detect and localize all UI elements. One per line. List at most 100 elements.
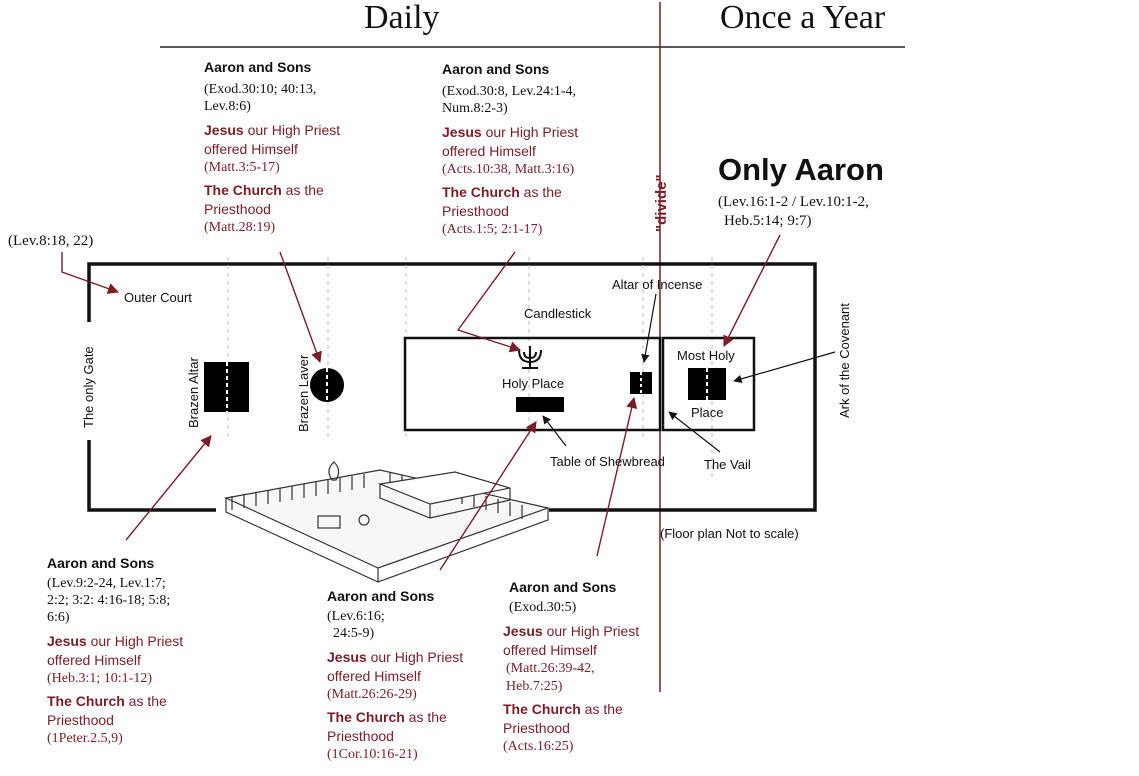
church-rest: as the [404,709,447,725]
church-line2: Priesthood [47,712,114,728]
aaron-heading: Aaron and Sons [327,588,435,604]
jesus-word: Jesus [327,649,367,665]
table-of-shewbread-label: Table of Shewbread [550,454,665,469]
ref-line: (Acts.16:25) [503,739,574,754]
ref-line: (Acts.1:5; 2:1-17) [442,222,543,237]
outer-court-wall [87,262,817,512]
ref-line: Lev.8:6) [204,99,251,114]
jesus-rest: our High Priest [481,124,579,140]
jesus-refs: (Matt.26:26-29) [327,686,463,704]
jesus-refs: (Matt.3:5-17) [204,159,340,177]
church-word: The Church [442,184,520,200]
aaron-heading: Aaron and Sons [442,61,550,77]
ref-line: (Heb.3:1; 10:1-12) [47,671,152,686]
ref-line: (Matt.3:5-17) [204,160,280,175]
aaron-refs: (Lev.6:16; 24:5-9) [327,608,463,642]
most-holy-room [661,336,756,432]
ref-line: (1Cor.10:16-21) [327,747,418,762]
aaron-heading: Aaron and Sons [509,579,617,595]
ref-line: (Exod.30:8, Lev.24:1-4, [442,84,577,99]
most-holy-label: Most Holy [677,348,735,363]
ref-line: (Matt.26:39-42, [506,661,595,676]
jesus-word: Jesus [503,623,543,639]
church-line2: Priesthood [503,720,570,736]
jesus-line2: offered Himself [503,642,597,658]
ref-line: Heb.7:25) [506,679,563,694]
ref-line: (Matt.26:26-29) [327,687,417,702]
divide-label: "divide" [653,174,670,232]
jesus-word: Jesus [442,124,482,140]
aaron-heading: Aaron and Sons [47,555,155,571]
aaron-heading: Aaron and Sons [204,59,312,75]
jesus-refs: (Heb.3:1; 10:1-12) [47,670,183,688]
altar-annotation: Aaron and Sons (Lev.9:2-24, Lev.1:7; 2:2… [47,555,183,748]
jesus-label: Jesus our High Priest offered Himself [503,622,639,660]
scale-note: (Floor plan Not to scale) [660,526,799,541]
incense-altar-shape [630,372,652,394]
header-daily: Daily [364,0,440,36]
only-aaron-refs: (Lev.16:1-2 / Lev.10:1-2, Heb.5:14; 9:7) [718,193,869,231]
outer-court-ref: (Lev.8:18, 22) [8,233,94,249]
ref-line: (Lev.6:16; [327,609,385,624]
ref-line: (Lev.16:1-2 / Lev.10:1-2, [718,194,869,210]
church-refs: (Acts.16:25) [503,738,639,756]
church-word: The Church [47,693,125,709]
courtyard-sketch [224,461,551,583]
jesus-rest: our High Priest [366,649,464,665]
ref-line: 24:5-9) [333,626,375,641]
candlestick-shape [518,346,542,369]
church-rest: as the [580,701,623,717]
ref-line: (Acts.10:38, Matt.3:16) [442,162,575,177]
ref-line: 6:6) [47,610,70,625]
church-word: The Church [327,709,405,725]
church-line2: Priesthood [442,203,509,219]
jesus-refs: (Acts.10:38, Matt.3:16) [442,161,578,179]
jesus-word: Jesus [47,633,87,649]
church-word: The Church [204,182,282,198]
place-label: Place [691,405,724,420]
church-rest: as the [281,182,324,198]
jesus-rest: our High Priest [542,623,640,639]
aaron-refs: (Exod.30:8, Lev.24:1-4, Num.8:2-3) [442,83,578,117]
candlestick-annotation: Aaron and Sons (Exod.30:8, Lev.24:1-4, N… [442,61,578,239]
church-refs: (1Cor.10:16-21) [327,746,463,764]
church-refs: (Matt.28:19) [204,219,340,237]
church-word: The Church [503,701,581,717]
jesus-line2: offered Himself [442,143,536,159]
church-refs: (1Peter.2.5,9) [47,730,183,748]
church-rest: as the [519,184,562,200]
aaron-refs: (Exod.30:5) [503,599,639,616]
only-gate-label: The only Gate [81,346,96,428]
church-refs: (Acts.1:5; 2:1-17) [442,221,578,239]
ark-label: Ark of the Covenant [837,303,852,418]
the-vail-label: The Vail [704,457,751,472]
jesus-line2: offered Himself [47,652,141,668]
outer-court-label: Outer Court [124,290,192,305]
jesus-word: Jesus [204,122,244,138]
brazen-laver-label: Brazen Laver [296,354,311,432]
laver-annotation: Aaron and Sons (Exod.30:10; 40:13, Lev.8… [204,59,340,237]
incense-annotation: Aaron and Sons (Exod.30:5) Jesus our Hig… [503,579,639,756]
brazen-altar-label: Brazen Altar [186,357,201,428]
ref-line: Heb.5:14; 9:7) [724,213,812,229]
church-line2: Priesthood [204,201,271,217]
altar-of-incense-label: Altar of Incense [612,277,703,292]
only-aaron-title: Only Aaron [718,152,884,187]
ref-line: (Exod.30:10; 40:13, [204,82,317,97]
church-line2: Priesthood [327,728,394,744]
candlestick-label: Candlestick [524,306,592,321]
jesus-line2: offered Himself [204,141,298,157]
church-rest: as the [124,693,167,709]
ref-line: Num.8:2-3) [442,101,508,116]
ref-line: 2:2; 3:2: 4:16-18; 5:8; [47,593,171,608]
holy-place-label: Holy Place [502,376,565,391]
shewbread-annotation: Aaron and Sons (Lev.6:16; 24:5-9) Jesus … [327,588,463,764]
